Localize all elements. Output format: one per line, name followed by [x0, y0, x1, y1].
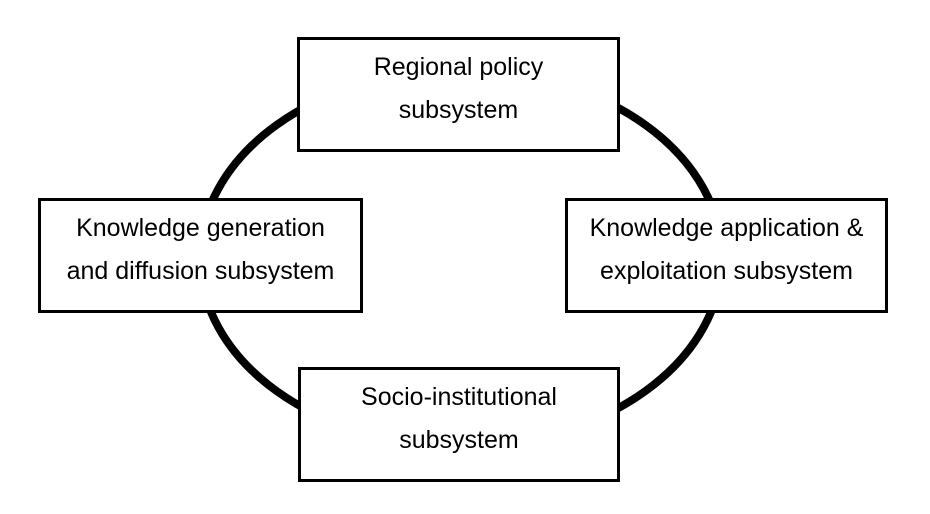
node-label-line1: Regional policy — [373, 53, 544, 81]
node-socio-institutional-subsystem: Socio-institutional subsystem — [298, 367, 620, 482]
node-knowledge-generation-subsystem: Knowledge generation and diffusion subsy… — [38, 198, 363, 313]
node-label-line2: subsystem — [399, 426, 519, 454]
node-knowledge-application-subsystem: Knowledge application & exploitation sub… — [565, 198, 888, 313]
node-label-line1: Knowledge generation — [76, 214, 325, 242]
node-regional-policy-subsystem: Regional policy subsystem — [297, 37, 620, 152]
node-label-line1: Knowledge application & — [589, 214, 864, 242]
node-label-line2: subsystem — [398, 96, 519, 124]
node-label-line2: and diffusion subsystem — [66, 257, 335, 285]
node-label-line1: Socio-institutional — [361, 383, 557, 411]
node-label-line2: exploitation subsystem — [600, 257, 853, 285]
